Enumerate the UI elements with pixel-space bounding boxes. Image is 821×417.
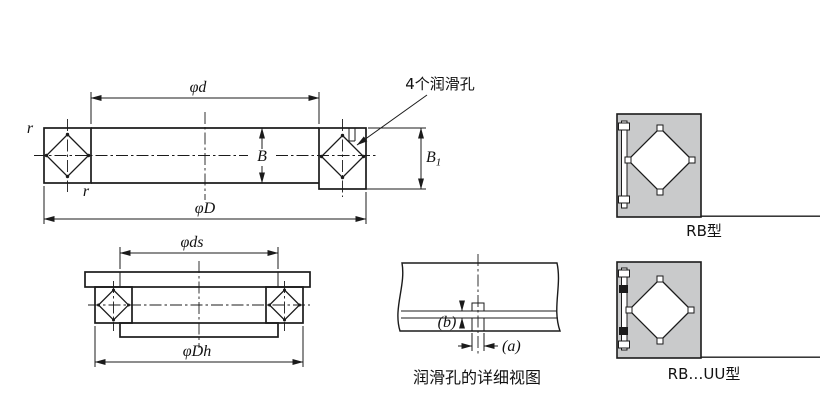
- dim-bore-diameter: φd: [90, 79, 320, 124]
- rb-uu-type-view: RB…UU型: [616, 261, 820, 383]
- lube-hole-detail-view: (b) (a) 润滑孔的详细视图: [397, 254, 561, 387]
- retainer-top: [618, 269, 630, 278]
- ring-wall-section: [397, 262, 561, 332]
- dim-width-b1: B1: [364, 127, 441, 190]
- retainer-bottom: [618, 195, 630, 204]
- detail-dim-a-label: (a): [502, 338, 521, 355]
- retainer-bottom: [618, 340, 630, 349]
- fillet-label-top: r: [27, 120, 34, 137]
- width-b1-label: B1: [426, 149, 441, 169]
- dim-outer-diameter: φD: [43, 186, 367, 224]
- main-cross-section-view: φd 4个润滑孔 B B1 φD r r: [27, 75, 475, 224]
- dim-a: (a): [458, 333, 521, 355]
- lube-hole-bore: [471, 318, 485, 331]
- right-roller-spacer-dots: [268, 288, 301, 322]
- width-b1-subscript: 1: [436, 157, 442, 169]
- dim-bore-label: φd: [190, 79, 208, 96]
- housing-shoulder-label: φDh: [183, 343, 211, 360]
- centerlines: [88, 261, 310, 348]
- dim-shaft-shoulder: φds: [119, 234, 279, 269]
- fillet-label-bottom: r: [83, 183, 90, 200]
- centerlines: [34, 112, 378, 200]
- lube-hole-section: [348, 128, 356, 142]
- rb-type-label: RB型: [686, 222, 722, 240]
- roller-spacer-squares: [625, 275, 695, 345]
- detail-caption: 润滑孔的详细视图: [413, 368, 541, 387]
- lube-note-label: 4个润滑孔: [405, 75, 475, 93]
- rb-type-view: RB型: [616, 113, 820, 240]
- retainer-top: [618, 122, 630, 131]
- dim-b: (b): [438, 300, 465, 331]
- roller-spacer-squares: [624, 124, 696, 196]
- left-roller-spacer-dots: [44, 132, 91, 179]
- seal-mark-bottom: [619, 327, 628, 335]
- dim-width-b: B: [257, 127, 267, 184]
- dim-housing-shoulder: φDh: [94, 326, 304, 367]
- detail-dim-b-label: (b): [438, 314, 457, 331]
- rb-uu-type-label: RB…UU型: [668, 365, 741, 383]
- mounting-dimension-view: φds φDh: [84, 234, 311, 367]
- lube-holes-callout: 4个润滑孔: [356, 75, 475, 146]
- width-label: B: [257, 148, 267, 165]
- shaft-shoulder-label: φds: [180, 234, 203, 251]
- seal-mark-top: [619, 285, 628, 293]
- outer-diameter-label: φD: [195, 200, 216, 217]
- clamp-plate: [84, 271, 311, 288]
- width-b1-base: B: [426, 149, 436, 166]
- outer-ring-split-slot: [621, 120, 628, 209]
